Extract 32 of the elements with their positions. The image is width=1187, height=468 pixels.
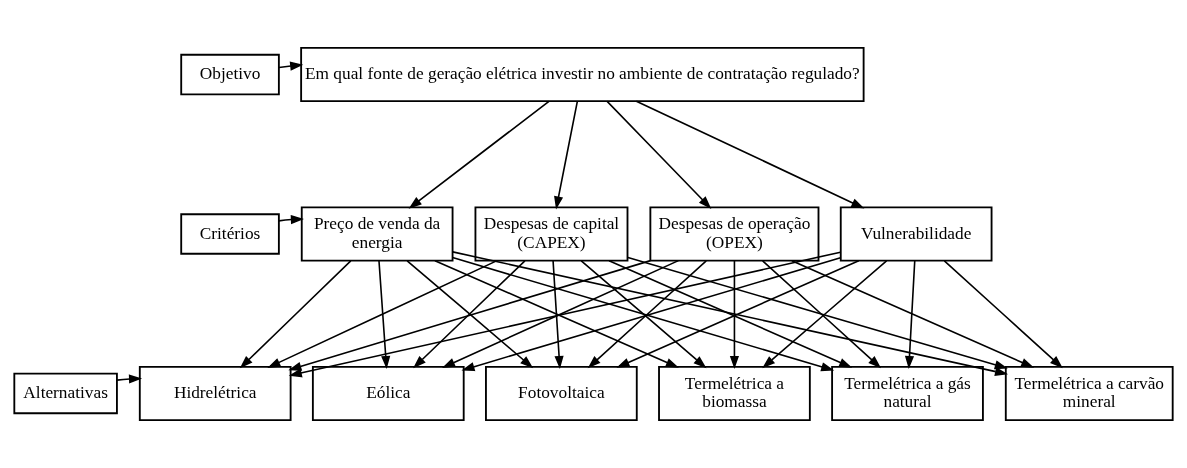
arrow (904, 260, 916, 370)
node-box: Termelétrica a gás natural (831, 365, 984, 421)
node-box: Preço de venda da energia (300, 206, 454, 262)
arrow (288, 251, 842, 378)
arrow (627, 256, 1008, 370)
arrow (552, 260, 564, 370)
arrow (635, 100, 865, 209)
node-box: Critérios (180, 213, 280, 255)
node-box: Objetivo (180, 53, 280, 96)
node-box: Hidrelétrica (138, 365, 292, 421)
node-box: Fotovoltaica (485, 365, 638, 421)
arrow (278, 215, 304, 225)
arrow (239, 260, 352, 369)
arrow (451, 251, 1009, 376)
node-box: Alternativas (13, 372, 118, 415)
arrow (943, 260, 1063, 369)
node-box: Termelétrica a carvão mineral (1004, 365, 1174, 421)
node-box: Em qual fonte de geração elétrica investir no ambiente de contratação regulado? (300, 47, 865, 103)
node-box: Despesas de operação (OPEX) (649, 206, 820, 262)
arrow (729, 260, 740, 370)
arrow (378, 260, 391, 370)
node-box: Vulnerabilidade (839, 206, 993, 262)
arrow (116, 374, 143, 384)
arrow (288, 259, 652, 371)
arrow (554, 100, 579, 210)
arrow (791, 259, 1035, 368)
arrow (606, 100, 712, 209)
arrow (408, 100, 550, 209)
arrow (267, 259, 498, 368)
node-box: Termelétrica a biomassa (658, 365, 811, 421)
node-box: Despesas de capital (CAPEX) (474, 206, 629, 262)
node-box: Eólica (311, 365, 465, 421)
